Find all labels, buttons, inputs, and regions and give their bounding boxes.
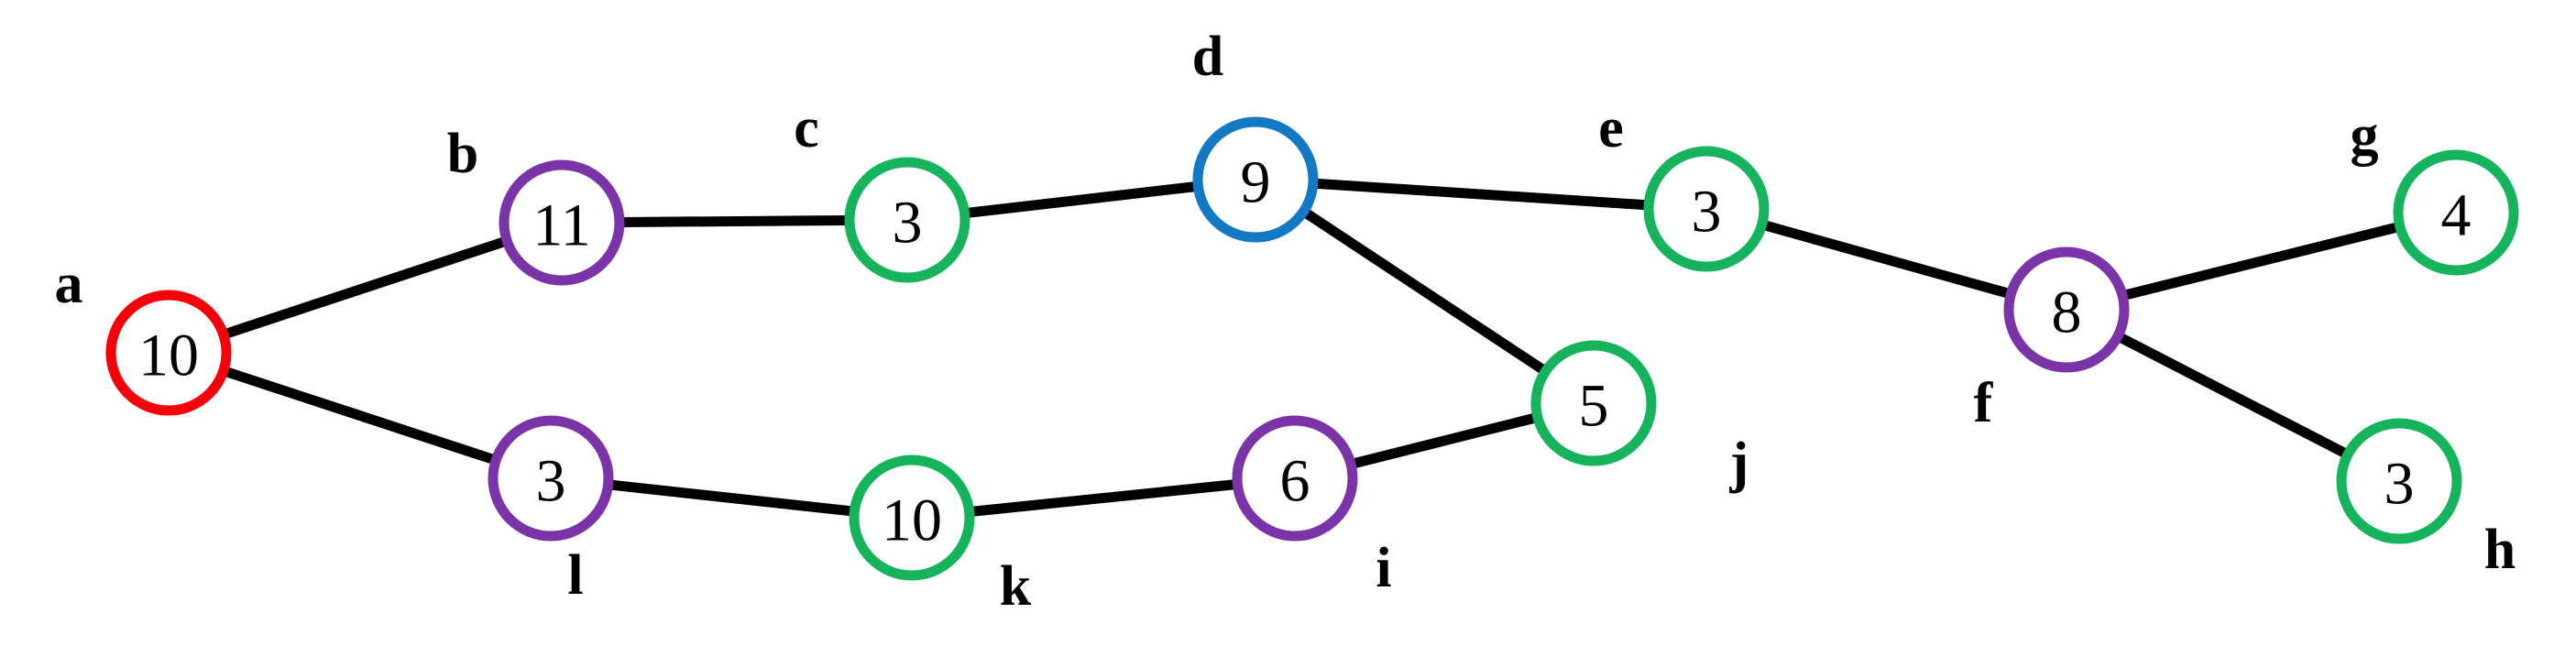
- graph-node-b[interactable]: 11: [499, 159, 625, 286]
- node-circle-e[interactable]: [1643, 146, 1770, 272]
- node-value-c: 3: [893, 190, 923, 257]
- node-circle-i[interactable]: [1232, 415, 1358, 542]
- graph-edge-l-k: [609, 479, 853, 517]
- graph-node-e[interactable]: 3: [1643, 146, 1770, 272]
- node-circle-b[interactable]: [499, 159, 625, 286]
- node-label-e: e: [1598, 97, 1624, 159]
- graph-node-l[interactable]: 3: [488, 415, 614, 542]
- graph-edge-a-l: [224, 367, 496, 465]
- node-label-f: f: [1974, 372, 1994, 434]
- node-value-k: 10: [882, 487, 942, 554]
- graph-edge-f-g: [2122, 222, 2400, 301]
- node-circle-f[interactable]: [2003, 246, 2130, 373]
- node-circle-j[interactable]: [1530, 340, 1657, 466]
- node-circle-d[interactable]: [1192, 116, 1319, 243]
- node-value-j: 5: [1579, 373, 1609, 440]
- node-value-g: 4: [2441, 182, 2472, 249]
- graph-node-d[interactable]: 9: [1192, 116, 1319, 243]
- graph-node-g[interactable]: 4: [2393, 149, 2519, 276]
- node-label-k: k: [1000, 555, 1032, 618]
- edges-layer: [223, 178, 2400, 517]
- graph-node-k[interactable]: 10: [849, 454, 975, 581]
- graph-edge-f-h: [2117, 332, 2349, 459]
- node-value-i: 6: [1280, 448, 1310, 515]
- node-label-l: l: [567, 544, 583, 607]
- node-circle-a[interactable]: [105, 290, 232, 416]
- node-value-h: 3: [2384, 451, 2415, 518]
- graph-edge-d-j: [1302, 208, 1547, 375]
- node-value-d: 9: [1241, 149, 1271, 216]
- node-label-d: d: [1192, 26, 1223, 88]
- node-label-j: j: [1729, 432, 1749, 494]
- graph-node-a[interactable]: 10: [105, 290, 232, 416]
- node-circle-k[interactable]: [849, 454, 975, 581]
- node-label-g: g: [2351, 104, 2379, 167]
- node-label-a: a: [55, 253, 83, 315]
- graph-edge-c-d: [965, 181, 1198, 218]
- node-value-a: 10: [138, 323, 199, 389]
- node-circle-g[interactable]: [2393, 149, 2519, 276]
- graph-node-c[interactable]: 3: [844, 157, 970, 283]
- graph-node-j[interactable]: 5: [1530, 340, 1657, 466]
- node-value-b: 11: [532, 192, 591, 259]
- node-label-h: h: [2484, 519, 2516, 581]
- node-value-f: 8: [2052, 279, 2082, 346]
- node-value-l: 3: [536, 448, 566, 515]
- node-value-e: 3: [1692, 179, 1722, 246]
- graph-node-h[interactable]: 3: [2336, 418, 2462, 544]
- node-label-b: b: [447, 123, 478, 185]
- graph-edge-i-j: [1351, 412, 1538, 469]
- node-label-c: c: [794, 97, 819, 159]
- node-circle-c[interactable]: [844, 157, 970, 283]
- graph-edge-k-i: [970, 479, 1236, 517]
- graph-edge-b-c: [620, 215, 849, 227]
- graph-edge-e-f: [1762, 220, 2011, 299]
- node-circle-h[interactable]: [2336, 418, 2462, 544]
- node-labels-layer: a b c d e f g h i j k l: [55, 26, 2516, 618]
- graph-edge-a-b: [223, 236, 508, 339]
- nodes-layer: 10 11 3 9 3 8 4 3 6 5 10 3: [105, 116, 2519, 581]
- graph-node-i[interactable]: 6: [1232, 415, 1358, 542]
- node-circle-l[interactable]: [488, 415, 614, 542]
- graph-node-f[interactable]: 8: [2003, 246, 2130, 373]
- graph-edge-d-e: [1314, 178, 1648, 211]
- node-label-i: i: [1376, 537, 1391, 599]
